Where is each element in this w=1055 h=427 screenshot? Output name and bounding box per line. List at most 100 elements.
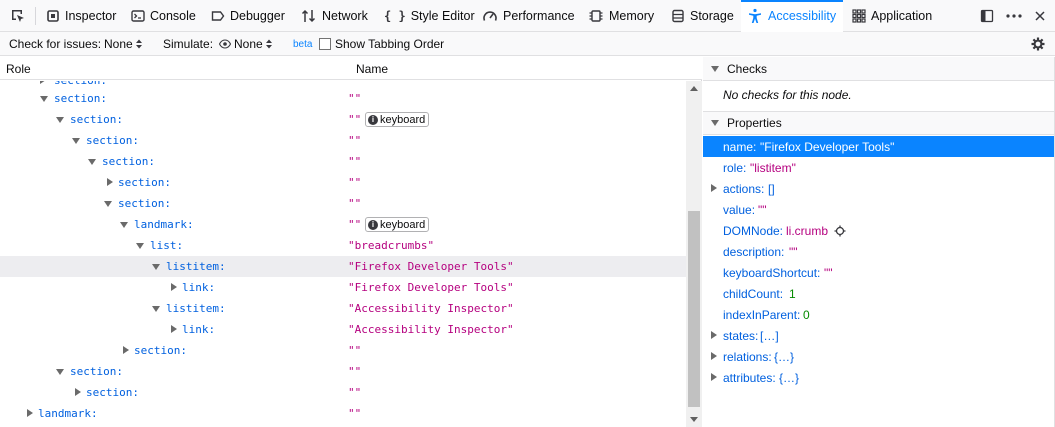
tree-row[interactable]: section: "" — [0, 172, 686, 193]
tree-row[interactable]: list: "breadcrumbs" — [0, 235, 686, 256]
role-column-header[interactable]: Role — [6, 61, 31, 76]
show-tabbing-order-toggle[interactable]: Show Tabbing Order — [319, 32, 444, 56]
tree-row[interactable]: section: "" — [0, 340, 686, 361]
property-name[interactable]: name: "Firefox Developer Tools" — [703, 136, 1055, 157]
collapse-twisty-icon[interactable] — [56, 117, 64, 123]
tree-row-name: "" — [348, 113, 362, 126]
expand-twisty-icon[interactable] — [123, 346, 129, 354]
tree-row[interactable]: section: "" — [0, 382, 686, 403]
tab-application[interactable]: Application — [848, 0, 936, 32]
property-attributes[interactable]: attributes: {…} — [703, 367, 1055, 388]
tree-row[interactable]: section: "" — [0, 88, 686, 109]
tab-style-editor[interactable]: { } Style Editor — [380, 0, 479, 32]
tree-row[interactable]: section: "" — [0, 130, 686, 151]
tree-row[interactable]: link: "Accessibility Inspector" — [0, 319, 686, 340]
expand-twisty-icon[interactable] — [711, 184, 717, 192]
tab-memory[interactable]: Memory — [584, 0, 658, 32]
element-picker-button[interactable] — [6, 5, 30, 27]
tree-header: Role Name — [0, 57, 702, 80]
tab-performance[interactable]: Performance — [478, 0, 579, 32]
tabbing-order-checkbox[interactable] — [319, 38, 331, 50]
expand-twisty-icon[interactable] — [27, 409, 33, 417]
tree-row-name: "" — [348, 176, 362, 189]
tree-row[interactable]: section: — [0, 81, 686, 91]
expand-twisty-icon[interactable] — [171, 283, 177, 291]
collapse-twisty-icon[interactable] — [88, 159, 96, 165]
property-actions[interactable]: actions: [] — [703, 178, 1055, 199]
collapse-twisty-icon[interactable] — [56, 369, 64, 375]
expand-twisty-icon[interactable] — [107, 178, 113, 186]
property-child-count[interactable]: childCount: 1 — [703, 283, 1055, 304]
property-value[interactable]: li.crumb — [786, 223, 829, 238]
check-issues-label: Check for issues: — [9, 37, 102, 51]
tab-label: Network — [322, 9, 368, 23]
tree-row[interactable]: link: "Firefox Developer Tools" — [0, 277, 686, 298]
collapse-twisty-icon[interactable] — [152, 264, 160, 270]
check-issues-select[interactable]: None — [104, 32, 142, 56]
tree-row[interactable]: section: "" — [0, 361, 686, 382]
collapse-twisty-icon[interactable] — [711, 65, 719, 72]
tab-label: Application — [871, 9, 933, 23]
property-domnode[interactable]: DOMNode: li.crumb — [703, 220, 1055, 241]
collapse-twisty-icon[interactable] — [152, 306, 160, 312]
property-key: indexInParent: — [723, 307, 801, 322]
property-role[interactable]: role: "listitem" — [703, 157, 1055, 178]
collapse-twisty-icon[interactable] — [136, 243, 144, 249]
expand-twisty-icon[interactable] — [711, 331, 717, 339]
properties-section-header[interactable]: Properties — [703, 111, 1055, 135]
property-relations[interactable]: relations: {…} — [703, 346, 1055, 367]
updown-arrows-icon — [265, 39, 272, 49]
property-description[interactable]: description: "" — [703, 241, 1055, 262]
tree-row-name: "" — [348, 92, 362, 105]
collapse-twisty-icon[interactable] — [711, 120, 719, 126]
expand-twisty-icon[interactable] — [711, 373, 717, 381]
property-keyboard-shortcut[interactable]: keyboardShortcut: "" — [703, 262, 1055, 283]
scrollbar-thumb[interactable] — [688, 211, 700, 407]
name-column-header[interactable]: Name — [356, 61, 389, 76]
scroll-up-arrow-icon[interactable] — [690, 86, 698, 91]
close-devtools-button[interactable] — [1029, 0, 1051, 32]
tab-console[interactable]: Console — [127, 0, 200, 32]
tab-accessibility[interactable]: Accessibility — [741, 0, 843, 32]
expand-twisty-icon[interactable] — [711, 352, 717, 360]
tree-row[interactable]: section: "" — [0, 193, 686, 214]
collapse-twisty-icon[interactable] — [104, 201, 112, 207]
collapse-twisty-icon[interactable] — [120, 222, 128, 228]
tab-inspector[interactable]: Inspector — [42, 0, 120, 32]
property-value: 0 — [803, 307, 810, 322]
tab-label: Inspector — [65, 9, 117, 23]
simulate-select[interactable]: None — [219, 32, 272, 56]
toggle-split-console-button[interactable] — [976, 0, 998, 32]
tree-scrollbar[interactable] — [686, 81, 702, 427]
property-index-in-parent[interactable]: indexInParent: 0 — [703, 304, 1055, 325]
collapse-twisty-icon[interactable] — [72, 138, 80, 144]
property-states[interactable]: states: […] — [703, 325, 1055, 346]
expand-twisty-icon[interactable] — [75, 388, 81, 396]
tree-row[interactable]: listitem: "Accessibility Inspector" — [0, 298, 686, 319]
tree-row-name: "breadcrumbs" — [348, 239, 435, 252]
tree-row-name: "" — [348, 344, 362, 357]
collapse-twisty-icon[interactable] — [40, 96, 48, 102]
tree-row-role: list: — [150, 239, 184, 252]
tab-network[interactable]: Network — [297, 0, 372, 32]
more-options-button[interactable] — [1003, 0, 1025, 32]
check-issues-value: None — [104, 37, 133, 51]
property-value-row[interactable]: value: "" — [703, 199, 1055, 220]
expand-twisty-icon[interactable] — [40, 81, 46, 84]
property-value: {…} — [779, 370, 800, 385]
accessibility-settings-button[interactable] — [1027, 32, 1049, 56]
tree-row-selected[interactable]: listitem: "Firefox Developer Tools" — [0, 256, 686, 277]
scroll-down-arrow-icon[interactable] — [690, 417, 698, 422]
checks-section-header[interactable]: Checks — [703, 57, 1055, 81]
tab-debugger[interactable]: Debugger — [207, 0, 289, 32]
accessibility-tree: section: section: "" section: "" ikeyboa… — [0, 81, 686, 427]
tree-row[interactable]: landmark: "" — [0, 403, 686, 424]
tree-row[interactable]: section: "" — [0, 151, 686, 172]
select-node-icon[interactable] — [834, 225, 846, 237]
expand-twisty-icon[interactable] — [171, 325, 177, 333]
tab-storage[interactable]: Storage — [667, 0, 738, 32]
